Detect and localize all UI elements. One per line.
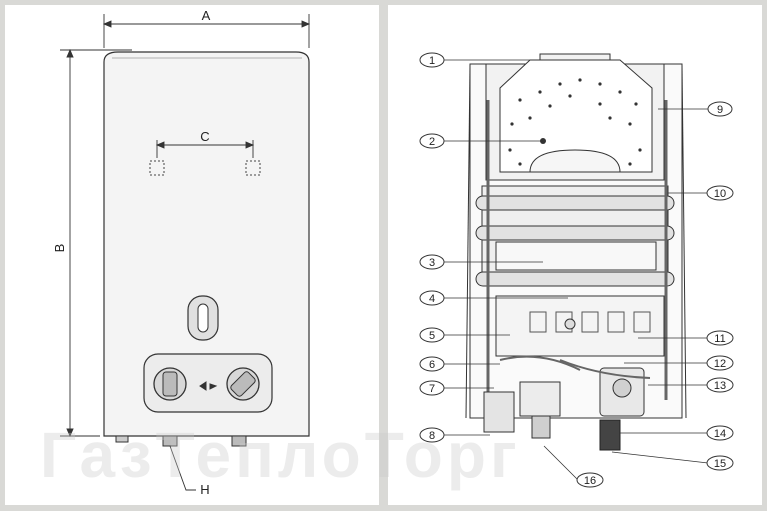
callout-12: 12 <box>706 355 734 371</box>
callout-9: 9 <box>707 101 733 117</box>
svg-text:6: 6 <box>429 359 435 371</box>
svg-text:12: 12 <box>714 358 726 370</box>
callout-markers: 1 2 3 4 5 6 7 8 9 10 11 12 13 14 15 16 <box>419 52 734 488</box>
callout-6: 6 <box>419 356 445 372</box>
callout-16: 16 <box>576 472 604 488</box>
callout-7: 7 <box>419 380 445 396</box>
svg-text:10: 10 <box>714 188 726 200</box>
svg-text:8: 8 <box>429 430 435 442</box>
callout-4: 4 <box>419 290 445 306</box>
svg-text:15: 15 <box>714 458 726 470</box>
dimension-label-b: B <box>52 244 67 253</box>
svg-text:5: 5 <box>429 330 435 342</box>
svg-text:3: 3 <box>429 257 435 269</box>
dimension-label-a: A <box>202 8 211 23</box>
svg-text:1: 1 <box>429 55 435 67</box>
svg-text:11: 11 <box>714 333 725 345</box>
dimension-lines <box>60 14 311 491</box>
callout-13: 13 <box>706 377 734 393</box>
callout-14: 14 <box>706 425 734 441</box>
svg-text:16: 16 <box>584 475 596 487</box>
svg-text:14: 14 <box>714 428 726 440</box>
dimension-label-h: H <box>200 482 209 497</box>
svg-text:9: 9 <box>717 104 723 116</box>
callout-8: 8 <box>419 427 445 443</box>
dimension-label-c: C <box>200 129 209 144</box>
heater-front-view <box>103 51 310 447</box>
svg-text:13: 13 <box>714 380 726 392</box>
callout-15: 15 <box>706 455 734 471</box>
callout-1: 1 <box>419 52 445 68</box>
callout-2: 2 <box>419 133 445 149</box>
callout-11: 11 <box>706 330 734 346</box>
svg-text:7: 7 <box>429 383 435 395</box>
svg-text:4: 4 <box>429 293 435 305</box>
callout-3: 3 <box>419 254 445 270</box>
callout-5: 5 <box>419 327 445 343</box>
callout-10: 10 <box>706 185 734 201</box>
svg-text:2: 2 <box>429 136 435 148</box>
heater-internal-view <box>465 53 687 451</box>
callout-leaders <box>444 59 709 481</box>
